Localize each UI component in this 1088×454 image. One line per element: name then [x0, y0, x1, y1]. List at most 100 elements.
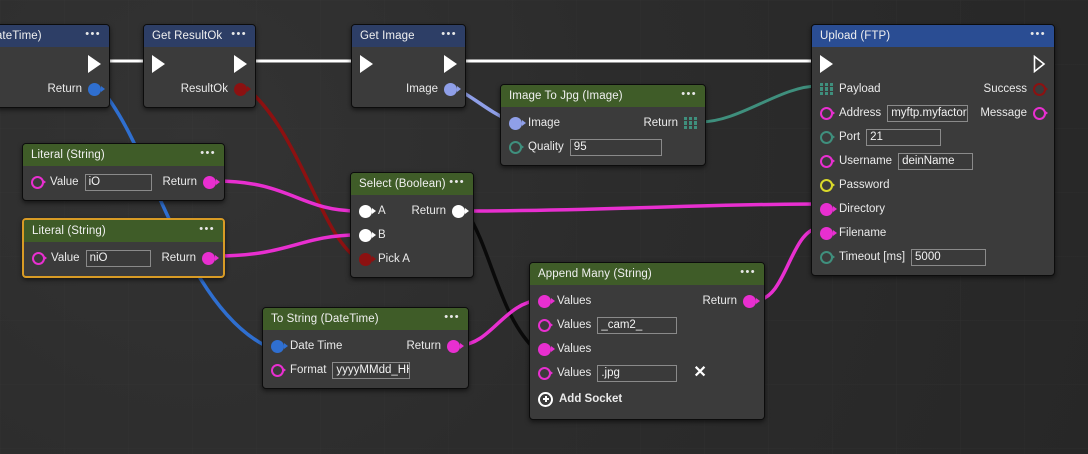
input-port-quality[interactable] — [509, 140, 522, 154]
node-menu-icon[interactable]: ••• — [681, 87, 697, 100]
remove-socket-icon[interactable]: ✕ — [693, 364, 707, 381]
node-header[interactable]: Image To Jpg (Image) ••• — [501, 85, 705, 107]
node-title: Get ResultOk — [152, 30, 223, 42]
input-port-a[interactable] — [359, 204, 372, 218]
input-port-payload-grid-icon[interactable] — [820, 82, 833, 96]
node-menu-icon[interactable]: ••• — [85, 27, 101, 40]
node-menu-icon[interactable]: ••• — [740, 265, 756, 278]
output-port-return[interactable] — [203, 175, 216, 189]
port-label: Date Time — [290, 340, 343, 352]
input-port-value[interactable] — [31, 175, 44, 189]
port-label: Return — [702, 295, 737, 307]
output-port-success[interactable] — [1033, 82, 1046, 96]
input-port-timeout[interactable] — [820, 250, 833, 264]
exec-row — [352, 51, 465, 77]
input-port-values-4[interactable] — [538, 366, 551, 380]
input-port-b[interactable] — [359, 228, 372, 242]
node-header[interactable]: Literal (String) ••• — [23, 144, 224, 166]
username-field[interactable]: deinName — [898, 152, 974, 170]
node-header[interactable]: Select (Boolean) ••• — [351, 173, 473, 195]
port-field[interactable]: 21 — [866, 128, 942, 146]
exec-out-arrow-icon[interactable] — [234, 55, 247, 73]
format-field[interactable]: yyyyMMdd_HHmmss — [332, 361, 411, 379]
port-label: Port — [839, 131, 861, 143]
wire-literal-io-to-a — [215, 179, 359, 213]
value-field[interactable]: niO — [85, 249, 152, 267]
input-port-address[interactable] — [820, 106, 833, 120]
wire-tostring-to-values1 — [459, 298, 541, 347]
values-field-2[interactable]: _cam2_ — [597, 316, 678, 334]
quality-field[interactable]: 95 — [569, 138, 662, 156]
node-header[interactable]: Upload (FTP) ••• — [812, 25, 1054, 47]
output-port-return-grid-icon[interactable] — [684, 116, 697, 130]
input-port-value[interactable] — [32, 251, 45, 265]
add-socket-row[interactable]: Add Socket — [530, 385, 764, 413]
port-row-directory: Directory — [812, 197, 1054, 221]
node-header[interactable]: Get Image ••• — [352, 25, 465, 47]
input-port-values-1[interactable] — [538, 294, 551, 308]
node-menu-icon[interactable]: ••• — [200, 146, 216, 159]
plus-circle-icon[interactable] — [538, 391, 553, 407]
values-field-4[interactable]: .jpg — [597, 364, 678, 382]
output-port-message[interactable] — [1033, 106, 1046, 120]
node-to-string-datetime[interactable]: To String (DateTime) ••• Date Time Retur… — [262, 307, 469, 389]
node-body: Payload Success Address myftp.myfactory.… — [812, 47, 1054, 275]
node-upload-ftp[interactable]: Upload (FTP) ••• Payload Success — [811, 24, 1055, 276]
input-port-format[interactable] — [271, 363, 284, 377]
node-header[interactable]: To String (DateTime) ••• — [263, 308, 468, 330]
node-menu-icon[interactable]: ••• — [1030, 27, 1046, 40]
node-literal-string-nio[interactable]: Literal (String) ••• Value niO Return — [22, 218, 225, 278]
port-row-datetime: Date Time Return — [263, 334, 468, 358]
input-port-values-2[interactable] — [538, 318, 551, 332]
output-port-return[interactable] — [452, 204, 465, 218]
input-port-password[interactable] — [820, 178, 833, 192]
output-port-return[interactable] — [88, 82, 101, 96]
node-menu-icon[interactable]: ••• — [231, 27, 247, 40]
node-menu-icon[interactable]: ••• — [449, 175, 465, 188]
node-header[interactable]: Get ResultOk ••• — [144, 25, 255, 47]
port-row-username: Username deinName — [812, 149, 1054, 173]
timeout-field[interactable]: 5000 — [911, 248, 987, 266]
node-get-resultok[interactable]: Get ResultOk ••• ResultOk — [143, 24, 256, 108]
port-label: A — [378, 205, 386, 217]
value-field[interactable]: iO — [84, 173, 153, 191]
node-literal-string-io[interactable]: Literal (String) ••• Value iO Return — [22, 143, 225, 201]
node-append-many-string[interactable]: Append Many (String) ••• Values Return V… — [529, 262, 765, 420]
output-port-return[interactable] — [743, 294, 756, 308]
port-label: Return — [161, 252, 196, 264]
exec-in-arrow-icon[interactable] — [820, 55, 833, 73]
node-header[interactable]: Now (DateTime) ••• — [0, 25, 109, 47]
address-field[interactable]: myftp.myfactory.de — [887, 104, 969, 122]
input-port-directory[interactable] — [820, 202, 833, 216]
input-port-values-3[interactable] — [538, 342, 551, 356]
input-port-image[interactable] — [509, 116, 522, 130]
input-port-filename[interactable] — [820, 226, 833, 240]
port-label: Return — [411, 205, 446, 217]
node-now-datetime[interactable]: Now (DateTime) ••• Return — [0, 24, 110, 108]
input-port-pick-a[interactable] — [359, 252, 372, 266]
exec-out-arrow-icon[interactable] — [1033, 55, 1046, 73]
exec-in-arrow-icon[interactable] — [360, 55, 373, 73]
exec-out-arrow-icon[interactable] — [88, 55, 101, 73]
node-header[interactable]: Append Many (String) ••• — [530, 263, 764, 285]
node-get-image[interactable]: Get Image ••• Image — [351, 24, 466, 108]
input-port-username[interactable] — [820, 154, 833, 168]
exec-in-arrow-icon[interactable] — [152, 55, 165, 73]
port-label: Password — [839, 179, 890, 191]
node-header[interactable]: Literal (String) ••• — [24, 220, 223, 242]
input-port-date-time[interactable] — [271, 339, 284, 353]
node-select-boolean[interactable]: Select (Boolean) ••• A Return B Pick A — [350, 172, 474, 278]
output-port-resultok[interactable] — [234, 82, 247, 96]
node-image-to-jpg[interactable]: Image To Jpg (Image) ••• Image Return Qu… — [500, 84, 706, 166]
output-port-return[interactable] — [202, 251, 215, 265]
node-menu-icon[interactable]: ••• — [441, 27, 457, 40]
wire-append-to-filename — [755, 226, 819, 302]
output-port-image[interactable] — [444, 82, 457, 96]
node-menu-icon[interactable]: ••• — [444, 310, 460, 323]
node-menu-icon[interactable]: ••• — [199, 222, 215, 235]
exec-out-arrow-icon[interactable] — [444, 55, 457, 73]
output-port-return[interactable] — [447, 339, 460, 353]
input-port-port[interactable] — [820, 130, 833, 144]
port-label: Directory — [839, 203, 886, 215]
